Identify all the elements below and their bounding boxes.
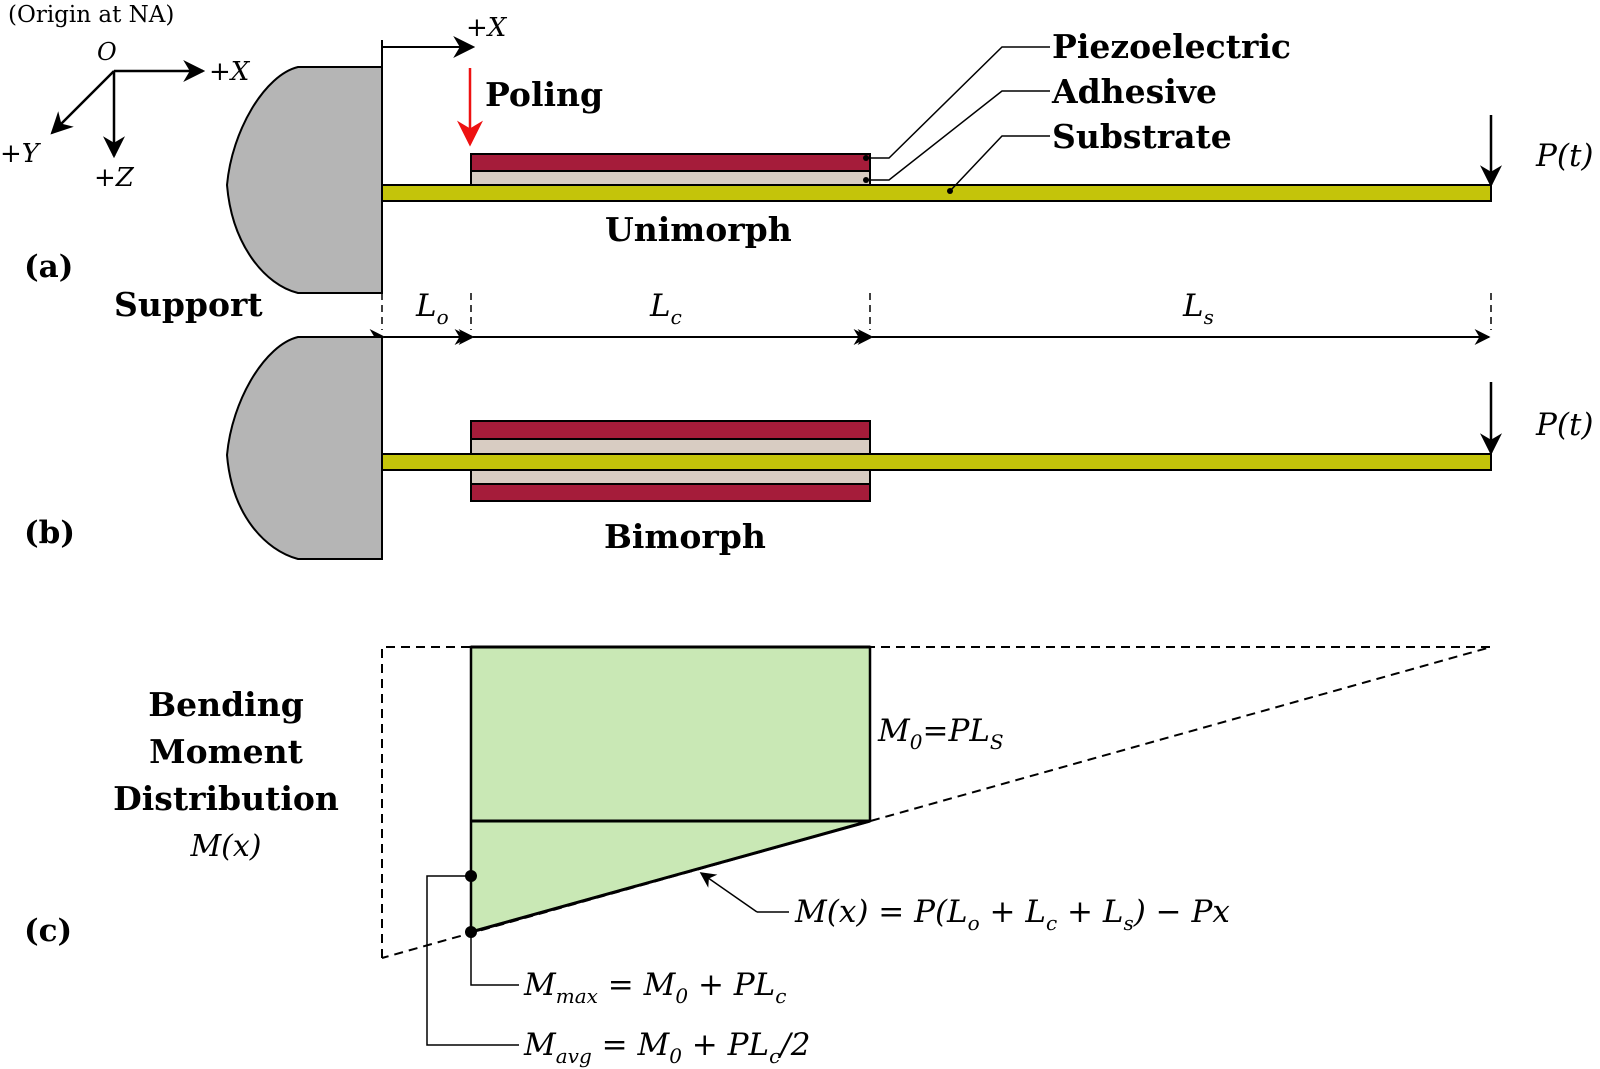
origin-label: O <box>97 38 117 66</box>
unimorph-label: Unimorph <box>605 210 792 249</box>
x-axis-label: +X <box>209 57 251 87</box>
moment-title-line4: M(x) <box>189 829 261 864</box>
dimension-lines: Lo Lc Ls <box>369 288 1492 345</box>
mavg-leader <box>426 875 519 1046</box>
poling-label: Poling <box>485 75 603 114</box>
mavg-equation: Mavg = M0 + PLc/2 <box>523 1027 810 1068</box>
moment-area <box>469 645 872 934</box>
m0-label: M0=PLS <box>877 713 1004 754</box>
adhesive-bottom-layer-b <box>470 469 871 485</box>
panel-b-bimorph: P(t) Bimorph (b) <box>24 336 1594 560</box>
dim-ls-label: Ls <box>1182 288 1214 329</box>
bimorph-label: Bimorph <box>604 517 766 556</box>
load-label-a: P(t) <box>1535 138 1594 174</box>
substrate-layer-a <box>381 184 1492 202</box>
piezo-callout-line <box>866 46 1050 159</box>
mx-equation: M(x) = P(Lo + Lc + Ls) − Px <box>794 894 1230 935</box>
panel-a-label: (a) <box>24 249 73 285</box>
piezoelectric-label: Piezoelectric <box>1052 27 1291 66</box>
moment-envelope-dashed <box>381 646 1492 959</box>
panel-c-label: (c) <box>24 913 72 949</box>
panel-b-label: (b) <box>24 515 75 551</box>
y-axis-label: +Y <box>0 139 42 169</box>
moment-slope-line <box>470 819 871 934</box>
panel-a-unimorph: +X Poling Piezoelectric Adhesive Substra… <box>24 13 1594 324</box>
support-block-b <box>225 336 383 560</box>
dim-lc-label: Lc <box>649 288 682 329</box>
moment-title-line3: Distribution <box>113 779 339 818</box>
dim-lo-label: Lo <box>415 288 449 329</box>
y-axis-arrow <box>50 70 115 135</box>
coordinate-system: (Origin at NA) O +X +Z +Y <box>0 2 251 193</box>
mmax-leader <box>470 932 519 986</box>
piezo-bottom-layer-b <box>470 483 871 502</box>
piezo-layer-a <box>470 153 871 172</box>
load-label-b: P(t) <box>1535 407 1594 443</box>
adhesive-callout-line <box>866 90 1050 181</box>
substrate-callout-dot <box>947 188 953 194</box>
substrate-layer-b <box>381 453 1492 471</box>
origin-note: (Origin at NA) <box>8 2 174 28</box>
piezo-callout-dot <box>863 155 869 161</box>
mmax-equation: Mmax = M0 + PLc <box>523 967 786 1008</box>
adhesive-callout-dot <box>863 177 869 183</box>
mx-callout-arrow <box>699 872 758 913</box>
adhesive-layer-a <box>470 170 871 186</box>
panel-c-bending-moment: Bending Moment Distribution M(x) (c) M0=… <box>24 645 1492 1068</box>
z-axis-label: +Z <box>94 163 135 193</box>
piezo-top-layer-b <box>470 420 871 440</box>
substrate-label: Substrate <box>1052 117 1232 156</box>
moment-title-line1: Bending <box>148 685 304 724</box>
x-reference-label: +X <box>466 13 508 43</box>
support-block-a <box>225 66 383 294</box>
support-label: Support <box>114 285 263 324</box>
adhesive-top-layer-b <box>470 438 871 455</box>
adhesive-label: Adhesive <box>1051 72 1217 111</box>
substrate-callout-line <box>949 135 1050 192</box>
moment-title-line2: Moment <box>149 732 303 771</box>
